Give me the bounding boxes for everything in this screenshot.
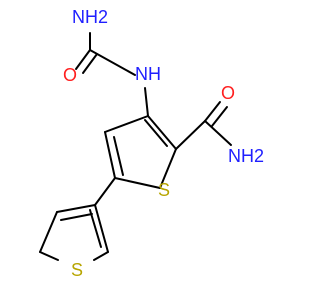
urea-nh-label: NH [135,64,161,84]
bond-side-c3-c4-2 [60,213,93,221]
side-sulfur-label: S [71,260,83,280]
bond-ring-s-c2 [159,148,177,189]
amide-oxygen-label: O [221,83,235,103]
bond-side-c2-c3-2 [89,209,102,248]
bonds [39,32,232,261]
bond-amide-c-o-1 [204,101,221,122]
bond-ring-c5-s [114,177,161,189]
molecule-structure: NH2 O NH O NH2 S S [39,7,264,280]
bond-ring-link [94,177,116,206]
bond-side-c5-s [39,251,59,261]
bond-c2-amide-c [175,120,206,150]
bond-urea-nh-ring [144,87,149,117]
bond-side-c2-c3-1 [94,204,109,253]
bond-ring-c2-c3-1 [147,115,177,150]
urea-amine-label: NH2 [72,7,108,27]
amide-amine-label: NH2 [228,146,264,166]
bond-urea-c-o-2 [82,53,98,74]
bond-side-c3-c4-1 [56,204,96,213]
bond-amide-c-o-2 [211,106,228,127]
atom-labels: NH2 O NH O NH2 S S [63,7,264,280]
central-sulfur-label: S [158,180,170,200]
molecule-canvas: NH2 O NH O NH2 S S [39,7,264,280]
bond-ring-c4-c5-1 [104,131,116,179]
bond-urea-c-o-1 [75,49,91,70]
bond-ring-c2-c3-2 [144,119,168,147]
bond-ring-c3-c4 [104,115,149,133]
bond-side-s-c2 [93,251,109,261]
bond-side-c4-c5 [39,211,58,253]
bond-urea-c-nh [89,49,136,76]
bond-ring-c4-c5-2 [113,136,124,176]
bond-amide-c-n [204,120,232,146]
urea-oxygen-label: O [63,65,77,85]
